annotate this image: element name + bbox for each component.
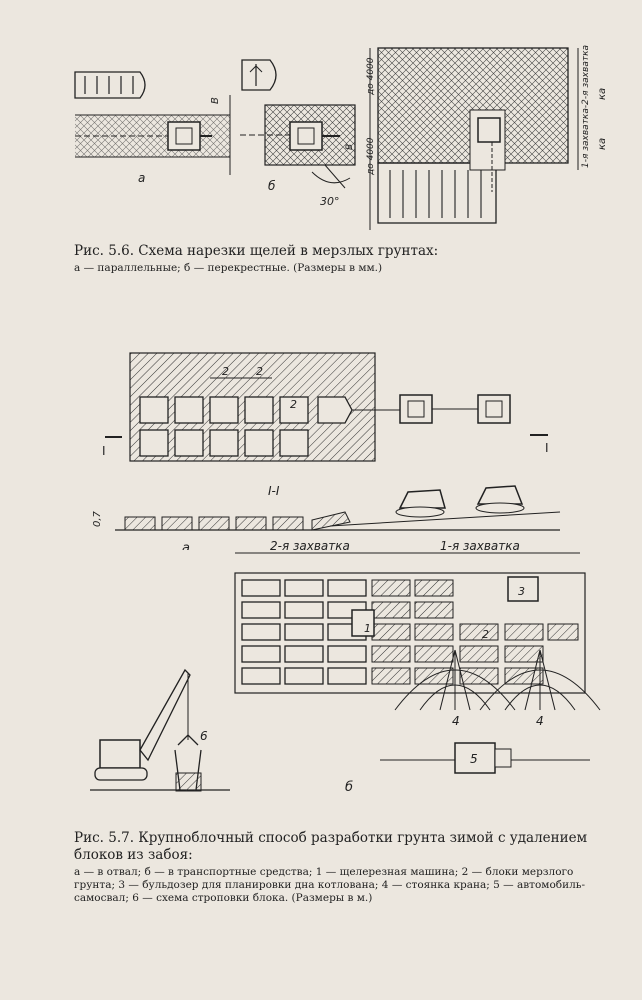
marker-6: 6 [200,729,208,743]
scheme-parallel: а В [74,71,231,185]
figure-5-7-b: 2-я захватка 1-я захватка 1 2 3 [90,539,601,795]
fig56-ka2: ка [597,138,608,150]
marker-2: 2 [482,628,489,641]
scheme-passes: до 4000 до 4000 1-я захватка-2-я захватк… [366,45,608,230]
depth-label: 0,7 [92,510,103,527]
marker-3: 3 [518,585,525,598]
section-mark-left: I [102,444,106,458]
fig56-dim-b1: В [210,97,221,104]
caption-legend: а — в отвал; б — в транспортные средства… [74,865,586,904]
marker-5: 5 [470,752,478,766]
caption-title: Рис. 5.7. Крупноблочный способ разработк… [74,830,588,863]
pass-1-label: 1-я захватка [440,539,520,553]
fig57-label-b: б [345,780,353,795]
fig56-angle: 30° [320,195,340,208]
fig56-label-a: а [138,171,145,185]
fig56-passes: 1-я захватка-2-я захватка [581,45,591,168]
caption-legend: а — параллельные; б — перекрестные. (Раз… [74,261,383,274]
section-mark-right: I [545,441,549,455]
scheme-cross: б 30° В [240,59,356,208]
caption-title: Рис. 5.6. Схема нарезки щелей в мерзлых … [74,243,439,259]
fig56-dim-4000-1: до 4000 [366,57,376,96]
fig56-dim-b2: В [345,144,355,150]
caption-fig-5-7: Рис. 5.7. Крупноблочный способ разработк… [74,830,594,905]
crane: 6 [90,668,230,792]
fig56-dim-4000-2: до 4000 [366,137,376,176]
figure-5-6: а В б 30° В [74,45,608,230]
fig57-dim-2b: 2 [256,365,263,378]
pass-2-label: 2-я захватка [270,539,350,553]
fig56-label-b: б [268,179,276,193]
section-title: I-I [268,484,280,498]
fig57-dim-2a: 2 [222,365,229,378]
fig57-dim-2c: 2 [290,398,297,411]
fig57-label-a: а [182,541,190,550]
marker-1: 1 [364,622,371,635]
marker-4b: 4 [536,714,544,728]
marker-4a: 4 [452,714,460,728]
fig56-ka1: ка [597,88,608,100]
caption-fig-5-6: Рис. 5.6. Схема нарезки щелей в мерзлых … [74,243,594,275]
figure-5-7-a: 2 2 2 I I I-I 0,7 а [92,352,561,550]
